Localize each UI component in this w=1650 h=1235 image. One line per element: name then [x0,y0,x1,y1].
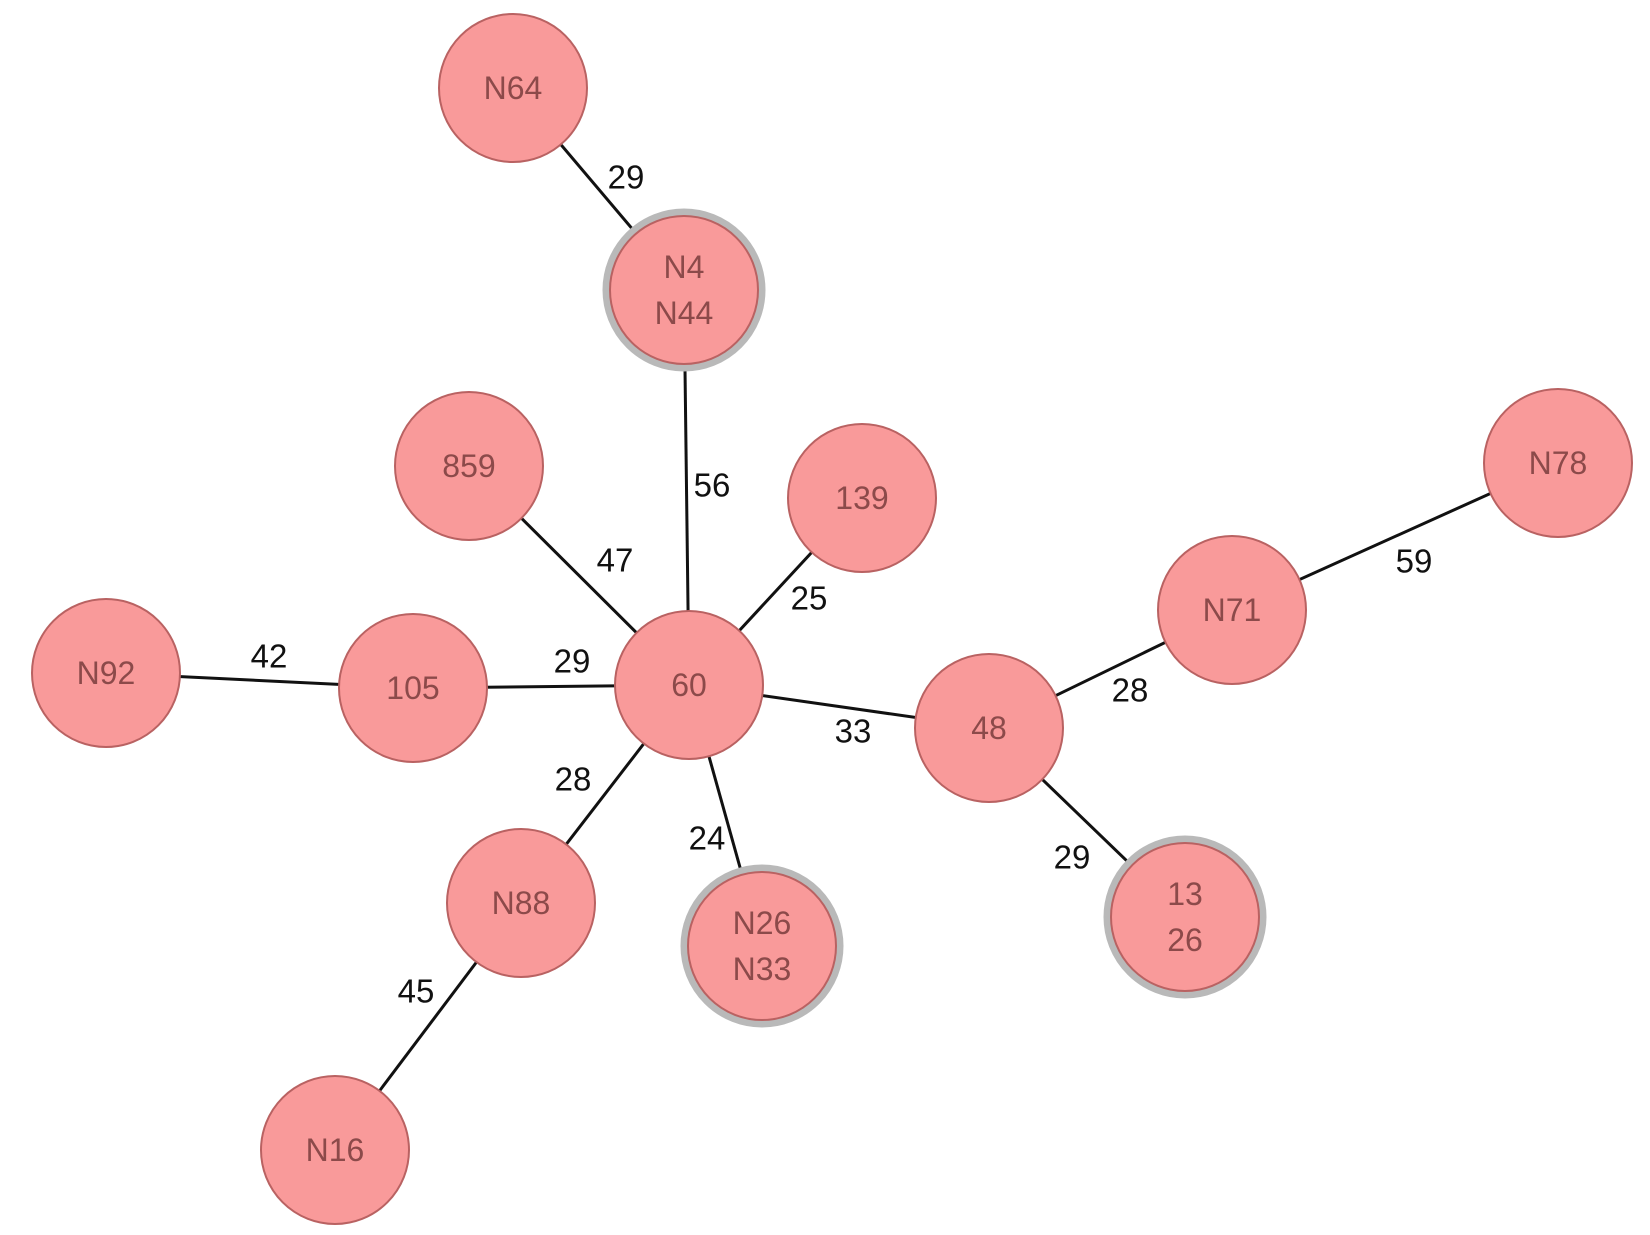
node-circle-n16 [260,1075,410,1225]
edge-label-60-48: 33 [835,713,872,750]
node-label-n78-0: N78 [1529,445,1588,481]
node-circle-859 [394,391,544,541]
edge-labels-layer: 29 56 47 25 29 42 28 45 24 33 28 59 29 [251,159,1433,1010]
node-label-859-0: 859 [442,448,495,484]
node-label-n88-0: N88 [492,885,551,921]
node-859[interactable]: 859 [394,391,544,541]
node-label-n16-0: N16 [306,1132,365,1168]
node-n78[interactable]: N78 [1483,388,1633,538]
node-label-n26-1: N33 [733,951,792,987]
edge-label-n71-n78: 59 [1396,543,1433,580]
node-label-n26-0: N26 [733,905,792,941]
node-label-105-0: 105 [386,670,439,706]
node-circle-n71 [1157,535,1307,685]
node-48[interactable]: 48 [914,653,1064,803]
node-label-60-0: 60 [671,667,707,703]
node-circle-48 [914,653,1064,803]
edge-label-105-60: 29 [554,643,591,680]
node-circle-n64 [438,13,588,163]
node-circle-139 [787,423,937,573]
edge-label-48-13: 29 [1054,839,1091,876]
node-label-n4-0: N4 [664,249,705,285]
edge-label-48-n71: 28 [1112,672,1149,709]
edge-label-60-n26: 24 [689,820,726,857]
node-n16[interactable]: N16 [260,1075,410,1225]
node-label-n71-0: N71 [1203,592,1262,628]
node-label-139-0: 139 [835,480,888,516]
node-halo-n26 [680,864,844,1028]
node-139[interactable]: 139 [787,423,937,573]
edges-layer [105,87,1559,1151]
edge-label-n88-n16: 45 [398,973,435,1010]
node-label-48-0: 48 [971,710,1007,746]
node-circle-105 [338,613,488,763]
node-circle-13 [1110,842,1260,992]
node-circle-n88 [446,828,596,978]
node-n92[interactable]: N92 [31,598,181,748]
node-circle-n4 [609,215,759,365]
edge-label-n92-105: 42 [251,638,288,675]
node-60[interactable]: 60 [614,610,764,760]
node-n88[interactable]: N88 [446,828,596,978]
edge-label-n64-n4: 29 [608,159,645,196]
node-halo-13 [1103,835,1267,999]
node-label-n92-0: N92 [77,655,136,691]
edge-label-859-60: 47 [597,542,634,579]
node-circle-60 [614,610,764,760]
node-label-n4-1: N44 [655,295,714,331]
edge-label-139-60: 25 [791,580,828,617]
node-circle-n26 [687,871,837,1021]
node-circle-n78 [1483,388,1633,538]
edge-label-n4-60: 56 [694,467,731,504]
nodes-layer: N64N4N4485913960105N92N88N16N26N3348N71N… [31,13,1633,1225]
node-label-13-1: 26 [1167,922,1203,958]
edge-label-60-n88: 28 [555,761,592,798]
node-n71[interactable]: N71 [1157,535,1307,685]
node-halo-n4 [602,208,766,372]
node-label-13-0: 13 [1167,876,1203,912]
node-n64[interactable]: N64 [438,13,588,163]
node-label-n64-0: N64 [484,70,543,106]
node-circle-n92 [31,598,181,748]
node-105[interactable]: 105 [338,613,488,763]
